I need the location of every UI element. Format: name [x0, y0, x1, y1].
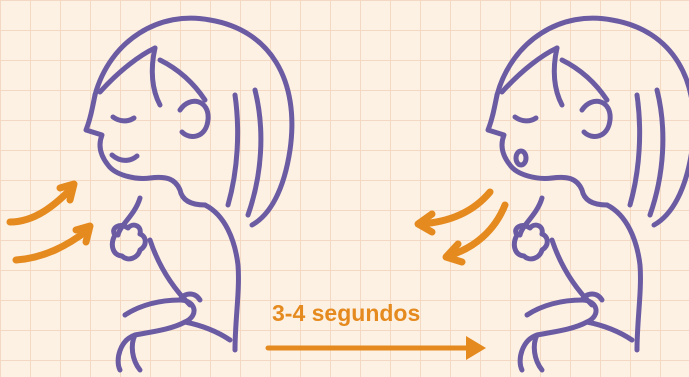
hair-left	[92, 15, 295, 228]
open-mouth	[513, 148, 529, 168]
hand-chest-left	[109, 222, 148, 262]
hair-right	[494, 15, 689, 228]
figure-inhale	[83, 15, 295, 373]
duration-label: 3-4 segundos	[272, 300, 421, 326]
face-left	[83, 92, 208, 208]
figure-exhale	[485, 15, 689, 373]
face-right	[485, 92, 610, 208]
exhale-arrows	[414, 188, 509, 266]
duration-arrow	[265, 336, 486, 360]
hand-chest-right	[511, 222, 550, 262]
closed-eye-right	[512, 114, 539, 124]
inhale-arrows	[6, 180, 94, 264]
closed-eye-left	[110, 114, 137, 124]
smile-mouth	[109, 152, 140, 163]
